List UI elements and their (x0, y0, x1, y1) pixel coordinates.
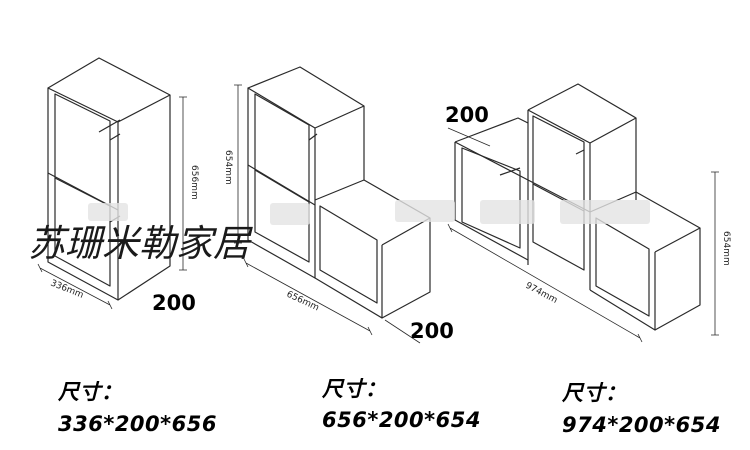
shelf-triple-spec-value: 974*200*654 (562, 413, 721, 437)
shelf-single-stack-drawing (47, 57, 171, 301)
shelf-single-spec-title: 尺寸： (58, 380, 123, 404)
shelf-single-dimensions (37, 96, 187, 310)
shelf-double-dimensions (234, 84, 421, 344)
shelf-single-spec-value: 336*200*656 (58, 412, 217, 436)
shelf-triple-spec-title: 尺寸： (562, 381, 627, 405)
shelf-double-spec-value: 656*200*654 (322, 408, 481, 432)
shelf-double-height-label: 654mm (223, 150, 233, 185)
watermark-text: 苏珊米勒家居 (28, 222, 253, 265)
shelf-double-width-label: 656mm (285, 290, 321, 314)
shelf-double-spec-title: 尺寸： (322, 377, 387, 401)
shelf-double-step-drawing (247, 66, 431, 319)
shelf-single-height-label: 656mm (189, 165, 199, 200)
shelf-triple-width-label: 974mm (524, 281, 559, 306)
shelf-double-depth-label: 200 (410, 319, 454, 343)
shelf-triple-step-drawing (454, 83, 701, 331)
shelf-triple-dimensions (447, 127, 719, 343)
shelf-triple-depth-label: 200 (445, 103, 489, 127)
shelf-triple-height-label: 654mm (721, 231, 731, 266)
faint-watermark-shapes (88, 200, 650, 225)
shelf-single-depth-label: 200 (152, 291, 196, 315)
